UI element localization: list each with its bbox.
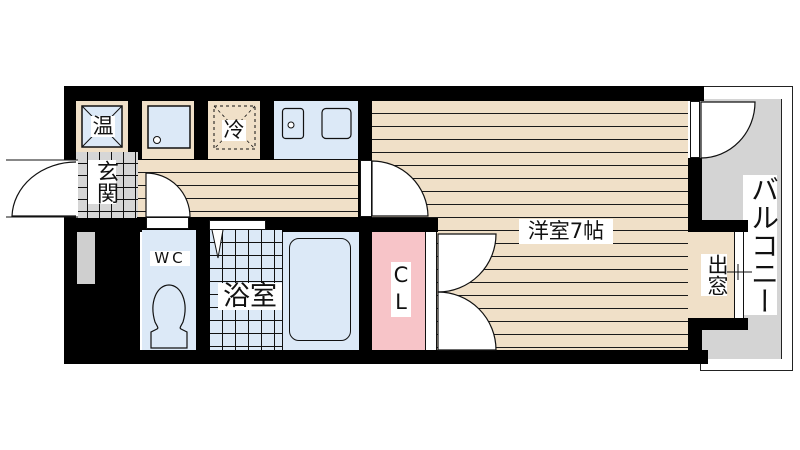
kitchen-sink-icon [281,107,352,140]
closet-door-track [425,232,437,350]
bay-window-sash-icon [726,264,752,280]
bay-window-wall-top [688,220,748,232]
toilet-door-swing[interactable] [145,171,193,219]
balcony-door-opening [690,101,700,158]
outer-wall-bottom [64,350,708,364]
entrance-label: 玄関 [88,160,118,204]
front-door-swing[interactable] [6,159,78,218]
bath-door-opening [209,220,266,230]
shoe-storage [77,232,95,284]
washer-pan-icon [147,105,191,149]
outer-wall-left-lower [64,217,140,364]
western-room-label: 洋室7帖 [519,219,613,244]
bathroom-door-icon [211,229,224,259]
water-heater-label: 温 [91,114,115,138]
right-wall-upper [688,158,702,230]
bay-window-wall-bottom [688,318,748,330]
wall-wc-bath [196,217,210,364]
toilet-icon [150,284,188,349]
room-door-swing[interactable] [371,160,431,218]
closet-label: CL [391,262,411,317]
bathtub-icon [289,238,351,341]
balcony-label: バルコニー [743,175,780,315]
wall-bath-room [358,101,372,364]
closet-door-swing[interactable] [437,233,499,351]
bay-window-label: 出窓 [701,254,729,296]
bathroom-label: 浴室 [218,283,282,310]
closet-wall-top [372,218,438,232]
refrigerator-icon [213,105,256,150]
outer-wall-top [64,86,704,101]
bay-window-glass[interactable] [734,232,744,318]
balcony-door-swing[interactable] [700,101,756,159]
refrigerator-label: 冷 [222,118,246,142]
toilet-label: WC [150,251,190,266]
outer-wall-left-upper [64,86,78,162]
